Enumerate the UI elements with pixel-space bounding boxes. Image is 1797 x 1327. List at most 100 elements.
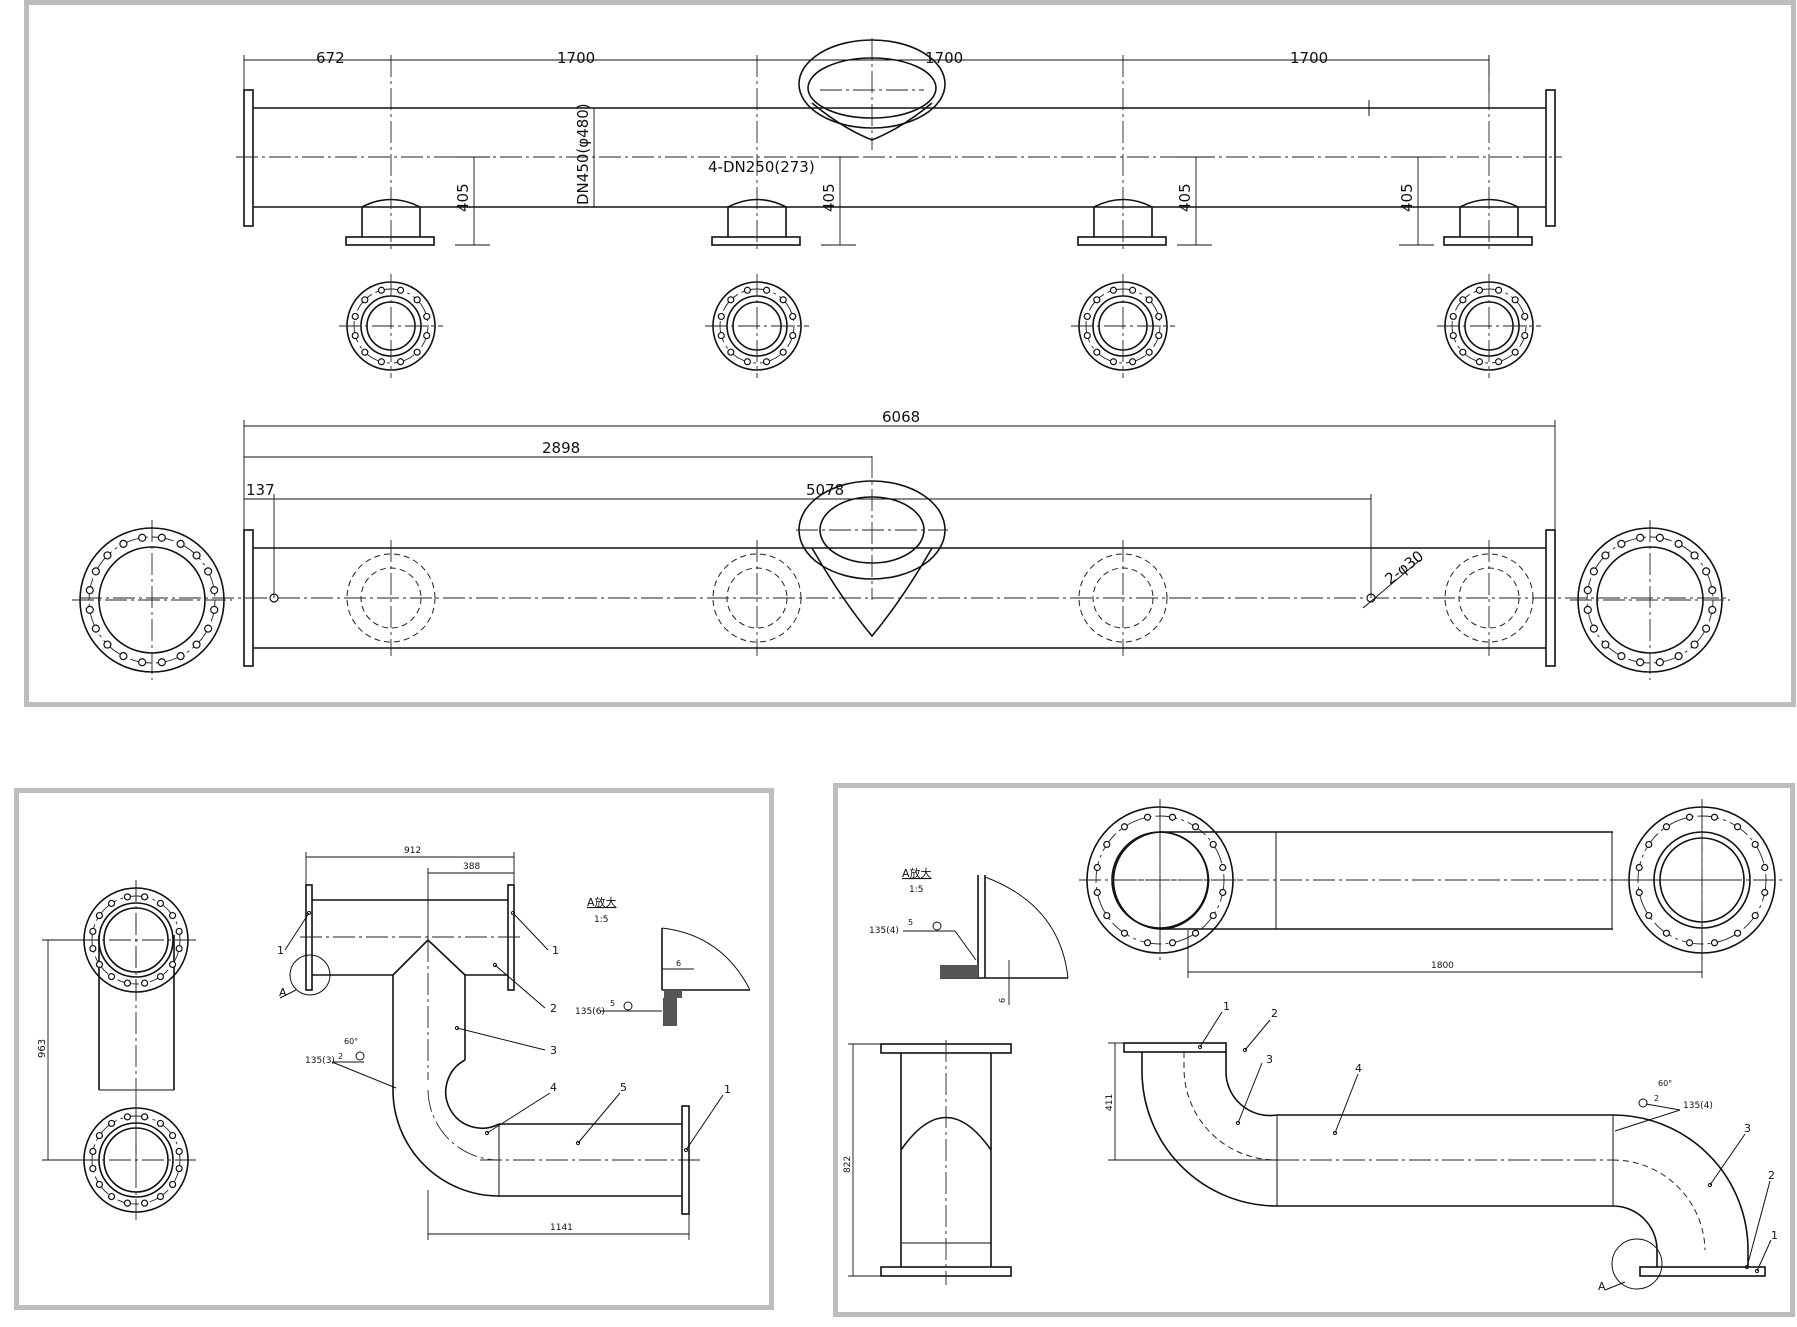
bolt-hole xyxy=(1710,939,1719,947)
header-front-view: 672 1700 1700 1700 DN450(φ480) 4-DN250(2… xyxy=(236,38,1562,252)
bolt-hole xyxy=(1209,911,1217,920)
bolt-hole xyxy=(95,911,104,920)
detail-a-scale: 1:5 xyxy=(594,915,608,925)
dim-405-a: 405 xyxy=(454,183,472,212)
bolt-hole xyxy=(1601,640,1610,649)
bolt-hole xyxy=(1145,296,1153,304)
bolt-hole xyxy=(91,567,100,576)
bolt-hole xyxy=(377,286,386,294)
callout-3-a: 3 xyxy=(1266,1053,1273,1066)
bolt-hole xyxy=(89,944,97,953)
dim-1700-c: 1700 xyxy=(1290,49,1328,67)
weld-b-size: 2 xyxy=(338,1052,343,1061)
dim-6068: 6068 xyxy=(882,408,920,426)
flange-face xyxy=(1621,799,1783,961)
bolt-hole xyxy=(1143,939,1152,947)
bolt-hole xyxy=(138,533,147,542)
dim-388: 388 xyxy=(463,862,480,872)
bolt-hole xyxy=(168,911,177,920)
bolt-hole xyxy=(1449,331,1457,340)
bolt-hole xyxy=(204,567,213,576)
callout-1-b: 1 xyxy=(552,944,559,957)
bolt-hole xyxy=(1128,286,1137,294)
dim-branch: 4-DN250(273) xyxy=(708,158,815,176)
bolt-hole xyxy=(89,1164,97,1173)
bolt-hole xyxy=(95,1131,104,1140)
bolt-hole xyxy=(1702,624,1711,633)
dim-1700-a: 1700 xyxy=(557,49,595,67)
bolt-hole xyxy=(717,331,725,340)
bolt-hole xyxy=(762,286,771,294)
bolt-hole xyxy=(156,1192,165,1201)
weld-b-label: 135(4) xyxy=(1683,1101,1713,1111)
bolt-hole xyxy=(351,331,359,340)
callout-4: 4 xyxy=(1355,1062,1362,1075)
detail-a-dim: 6 xyxy=(998,998,1007,1003)
bolt-hole xyxy=(727,296,735,304)
right-pipe-panel xyxy=(833,783,1795,1317)
bolt-hole xyxy=(168,1180,177,1189)
bolt-hole xyxy=(1733,929,1742,937)
right-plan-view: 1800 xyxy=(1079,799,1783,978)
bolt-hole xyxy=(156,1119,165,1128)
bolt-hole xyxy=(361,348,369,356)
callout-2-a: 2 xyxy=(1271,1007,1278,1020)
bolt-hole xyxy=(779,296,787,304)
weld-b-angle: 60° xyxy=(1658,1079,1672,1088)
callout-a: A xyxy=(1598,1280,1606,1293)
bolt-hole xyxy=(168,960,177,969)
bolt-hole xyxy=(1219,863,1227,872)
bolt-hole xyxy=(1093,863,1101,872)
bolt-hole xyxy=(1109,358,1118,366)
bolt-hole xyxy=(1601,551,1610,560)
bolt-hole xyxy=(1521,331,1529,340)
bolt-hole xyxy=(1635,863,1643,872)
bolt-hole xyxy=(95,960,104,969)
bolt-hole xyxy=(1685,813,1694,821)
bolt-hole xyxy=(1145,348,1153,356)
bolt-hole xyxy=(140,979,149,987)
bolt-hole xyxy=(789,312,797,321)
bolt-hole xyxy=(1128,358,1137,366)
bolt-hole xyxy=(176,539,185,548)
dim-dn450: DN450(φ480) xyxy=(574,103,592,205)
weld-b-angle: 60° xyxy=(344,1037,358,1046)
bolt-hole xyxy=(1710,813,1719,821)
bolt-hole xyxy=(789,331,797,340)
dim-405-c: 405 xyxy=(1176,183,1194,212)
right-side-view: 822 xyxy=(843,1040,1012,1285)
bolt-hole xyxy=(107,1119,116,1128)
bolt-hole xyxy=(727,348,735,356)
dim-5078: 5078 xyxy=(806,481,844,499)
bolt-hole xyxy=(192,551,201,560)
bolt-hole xyxy=(175,1164,183,1173)
bolt-hole xyxy=(779,348,787,356)
bolt-hole xyxy=(89,927,97,936)
bolt-hole xyxy=(1191,929,1200,937)
bolt-hole xyxy=(1674,652,1683,661)
bolt-hole xyxy=(1109,286,1118,294)
bolt-hole xyxy=(743,286,752,294)
bolt-hole xyxy=(157,533,166,542)
bolt-hole xyxy=(85,605,94,614)
bolt-hole xyxy=(377,358,386,366)
flange-face xyxy=(1570,520,1730,680)
bolt-hole xyxy=(119,539,128,548)
bolt-hole xyxy=(351,312,359,321)
bolt-hole xyxy=(1191,823,1200,831)
bolt-hole xyxy=(762,358,771,366)
bolt-hole xyxy=(423,312,431,321)
bolt-hole xyxy=(1120,823,1129,831)
callout-5: 5 xyxy=(620,1081,627,1094)
bolt-hole xyxy=(1494,358,1503,366)
weld-b-label: 135(3) xyxy=(305,1056,335,1066)
bolt-hole xyxy=(140,1199,149,1207)
bolt-hole xyxy=(1761,888,1769,897)
bolt-hole xyxy=(1521,312,1529,321)
bolt-hole xyxy=(1636,533,1645,542)
bolt-hole xyxy=(89,1147,97,1156)
detail-a-dim: 6 xyxy=(676,959,681,968)
dim-912: 912 xyxy=(404,846,421,856)
dim-411: 411 xyxy=(1105,1094,1115,1111)
